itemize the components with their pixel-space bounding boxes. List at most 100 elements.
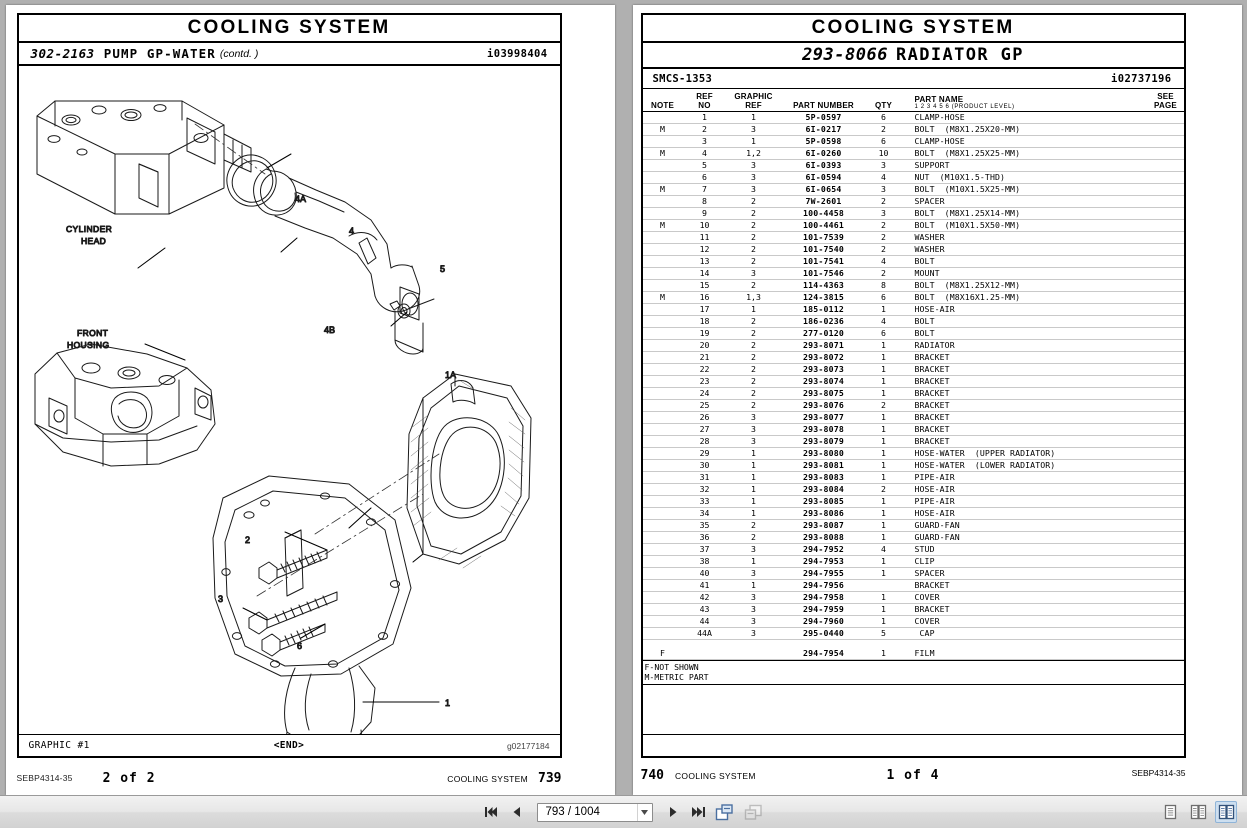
cell-note bbox=[642, 519, 683, 532]
cell-name: BOLT (M8X16X1.25-MM) bbox=[900, 291, 1148, 304]
two-page-view-button[interactable] bbox=[1187, 801, 1209, 823]
cylinder-head-drawing bbox=[36, 100, 251, 215]
cell-note bbox=[642, 483, 683, 496]
previous-page-button[interactable] bbox=[508, 802, 526, 822]
cell-name: BRACKET bbox=[900, 375, 1148, 388]
cell-name: HOSE-AIR bbox=[900, 507, 1148, 520]
page-left[interactable]: COOLING SYSTEM 302-2163 PUMP GP-WATER (c… bbox=[5, 5, 615, 795]
cell-see-page bbox=[1147, 495, 1184, 508]
col-graphic-ref: GRAPHIC REF bbox=[726, 92, 781, 112]
cell-pn: 6I-0217 bbox=[780, 123, 867, 136]
cell-ref: 21 bbox=[682, 351, 727, 364]
cell-gref: 1 bbox=[726, 507, 781, 520]
fit-width-button[interactable] bbox=[743, 802, 765, 822]
cell-name: WASHER bbox=[900, 243, 1148, 256]
cell-pn: 293-8072 bbox=[780, 351, 867, 364]
cell-see-page bbox=[1147, 615, 1184, 628]
first-page-button[interactable] bbox=[483, 802, 501, 822]
page-number-input[interactable]: 793 / 1004 bbox=[536, 802, 653, 822]
cell-pn: 6I-0594 bbox=[780, 171, 867, 184]
cell-pn: 186-0236 bbox=[780, 315, 867, 328]
cell-pn: 294-7958 bbox=[780, 591, 867, 604]
chevron-down-icon bbox=[641, 809, 648, 815]
cell-gref: 2 bbox=[726, 207, 781, 220]
last-page-button[interactable] bbox=[689, 802, 707, 822]
cell-gref: 2 bbox=[726, 375, 781, 388]
cell-pn: 293-8076 bbox=[780, 399, 867, 412]
cell-name: GUARD-FAN bbox=[900, 519, 1148, 532]
single-page-icon bbox=[1164, 804, 1176, 820]
cell-name: HOSE-AIR bbox=[900, 483, 1148, 496]
book-view-button[interactable] bbox=[1215, 801, 1237, 823]
fit-page-button[interactable] bbox=[714, 802, 736, 822]
cell-see-page bbox=[1147, 219, 1184, 232]
cell-see-page bbox=[1147, 351, 1184, 364]
parts-table-wrapper[interactable]: NOTE REF NO GRAPHIC REF bbox=[642, 92, 1184, 734]
cell-see-page bbox=[1147, 279, 1184, 292]
cell-name: BOLT (M8X1.25X12-MM) bbox=[900, 279, 1148, 292]
viewer-toolbar: 793 / 1004 bbox=[0, 795, 1247, 828]
cell-note bbox=[642, 615, 683, 628]
right-content-frame: COOLING SYSTEM 293-8066 RADIATOR GP SMCS… bbox=[640, 13, 1186, 758]
col-see-page: SEE PAGE bbox=[1147, 92, 1184, 112]
single-page-view-button[interactable] bbox=[1159, 801, 1181, 823]
next-page-button[interactable] bbox=[664, 802, 682, 822]
cell-see-page bbox=[1147, 399, 1184, 412]
cell-qty: 2 bbox=[866, 483, 901, 496]
cell-qty: 2 bbox=[866, 219, 901, 232]
cell-see-page bbox=[1147, 483, 1184, 496]
cell-name: COVER bbox=[900, 591, 1148, 604]
right-page-footer: 740 COOLING SYSTEM 1 of 4 SEBP4314-35 bbox=[641, 768, 1186, 788]
page-dropdown-caret[interactable] bbox=[636, 803, 652, 821]
page-number-value[interactable]: 793 / 1004 bbox=[545, 806, 600, 818]
page-right[interactable]: COOLING SYSTEM 293-8066 RADIATOR GP SMCS… bbox=[632, 5, 1242, 795]
cell-gref: 3 bbox=[726, 627, 781, 640]
cell-qty: 6 bbox=[866, 135, 901, 148]
